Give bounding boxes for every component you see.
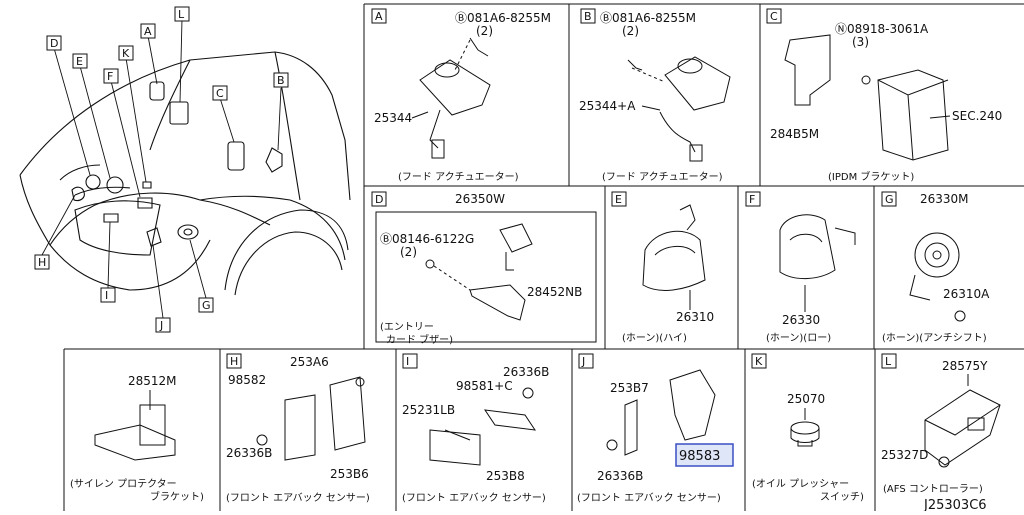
panel-j-p2: 26336B [597,469,643,483]
panel-l-letter: L [885,355,892,368]
panel-k: K 25070 (オイル プレッシャー スイッチ) [751,353,864,503]
panel-l: L 28575Y 25327D (AFS コントローラー) [881,353,1001,495]
panel-i-caption: (フロント エアバック センサー) [402,492,546,504]
panel-28512m-caption-2: ブラケット) [150,490,204,503]
callout-J: J [159,319,163,332]
panel-a-letter: A [375,10,383,23]
panel-k-part: 25070 [787,392,825,406]
panel-j-letter: J [581,355,585,368]
panel-b-letter: B [584,10,592,23]
panel-f: F 26330 (ホーン)(ロー) [745,191,856,344]
panel-b-bolt: Ⓑ081A6-8255M [600,11,696,25]
panel-k-caption-1: (オイル プレッシャー [752,478,849,490]
panel-28512m: 28512M (サイレン プロテクター ブラケット) [70,374,204,503]
panel-h-letter: H [230,355,238,368]
panel-e: E 26310 (ホーン)(ハイ) [611,191,714,344]
car-overview [19,51,351,296]
diagram-id: J25303C6 [923,498,987,511]
highlight-98583 [675,443,734,467]
callout-A: A [144,25,152,38]
panel-d-caption-1: (エントリー [380,322,434,333]
panel-h-p4: 253B6 [330,467,369,481]
callout-L: L [178,8,185,21]
panel-28512m-caption-1: (サイレン プロテクター [70,478,177,490]
panel-c-qty: (3) [852,35,869,49]
panel-d-bolt: Ⓑ08146-6122G [380,232,474,246]
panel-d-part: 28452NB [527,285,582,299]
panel-d-qty: (2) [400,245,417,259]
panel-j-p3: 98583 [679,449,720,464]
panel-b-caption: (フード アクチュエーター) [602,171,723,183]
overview-leaders [41,18,282,319]
panel-28512m-part: 28512M [128,374,177,388]
panel-d-caption-2: カード ブザー) [386,333,453,346]
callout-C: C [216,87,224,100]
callout-H: H [38,256,46,269]
panel-a: A Ⓑ081A6-8255M (2) 25344 (フード アクチュエーター) [371,8,551,183]
panel-d: D 26350W Ⓑ08146-6122G (2) 28452NB (エントリー… [371,191,597,346]
callout-B: B [277,74,285,87]
panel-g-part: 26310A [943,287,990,301]
callout-K: K [122,47,130,60]
panel-j-p1: 253B7 [610,381,649,395]
panel-f-caption: (ホーン)(ロー) [766,332,831,344]
panel-i-p3: 25231LB [402,403,455,417]
panel-d-letter: D [375,193,383,206]
callout-F: F [107,70,113,83]
panel-h-p1: 253A6 [290,355,329,369]
panel-l-caption: (AFS コントローラー) [883,483,983,495]
panel-c-letter: C [770,10,778,23]
panel-g: G 26330M 26310A (ホーン)(アンチシフト) [881,191,990,344]
callout-E: E [76,55,83,68]
panel-c-sec: SEC.240 [952,109,1002,123]
panel-h-p2: 98582 [228,373,266,387]
panel-i: I 26336B 98581+C 25231LB 253B8 (フロント エアバ… [402,353,549,504]
panel-j-caption: (フロント エアバック センサー) [577,492,721,504]
callout-I: I [105,289,108,302]
panel-g-top: 26330M [920,192,969,206]
panel-i-p4: 253B8 [486,469,525,483]
panel-c-caption: (IPDM ブラケット) [828,170,914,183]
panel-b: B Ⓑ081A6-8255M (2) 25344+A (フード アクチュエーター… [579,8,731,183]
panel-h: H 253A6 98582 26336B 253B6 (フロント エアバック セ… [226,353,370,504]
panel-i-p2: 98581+C [456,379,513,393]
panel-f-letter: F [749,193,755,206]
panel-h-p3: 26336B [226,446,272,460]
overview-callouts: D E F K A L C B H I J G [34,6,289,333]
panel-l-p1: 28575Y [942,359,988,373]
panel-h-caption: (フロント エアバック センサー) [226,492,370,504]
panel-l-p2: 25327D [881,448,928,462]
panel-g-caption: (ホーン)(アンチシフト) [882,332,987,344]
panel-f-part: 26330 [782,313,820,327]
callout-D: D [50,37,58,50]
callout-G: G [202,299,211,312]
panel-e-letter: E [615,193,622,206]
panel-g-letter: G [885,193,894,206]
panel-i-letter: I [406,355,409,368]
panel-grid [63,3,1024,511]
panel-a-caption: (フード アクチュエーター) [398,171,519,183]
panel-a-part: 25344 [374,111,412,125]
panel-a-qty: (2) [476,24,493,38]
panel-d-top: 26350W [455,192,505,206]
panel-c-nut: Ⓝ08918-3061A [835,22,929,36]
panel-c-bracket: 284B5M [770,127,819,141]
panel-a-bolt: Ⓑ081A6-8255M [455,11,551,25]
panel-i-p1: 26336B [503,365,549,379]
panel-k-letter: K [755,355,763,368]
panel-e-caption: (ホーン)(ハイ) [622,332,687,344]
panel-b-qty: (2) [622,24,639,38]
panel-k-caption-2: スイッチ) [820,491,864,503]
panel-c: C Ⓝ08918-3061A (3) 284B5M SEC.240 (IPDM … [766,8,1002,183]
panel-e-part: 26310 [676,310,714,324]
panel-j: J 253B7 26336B 98583 (フロント エアバック センサー) [577,353,734,504]
panel-b-part: 25344+A [579,99,636,113]
